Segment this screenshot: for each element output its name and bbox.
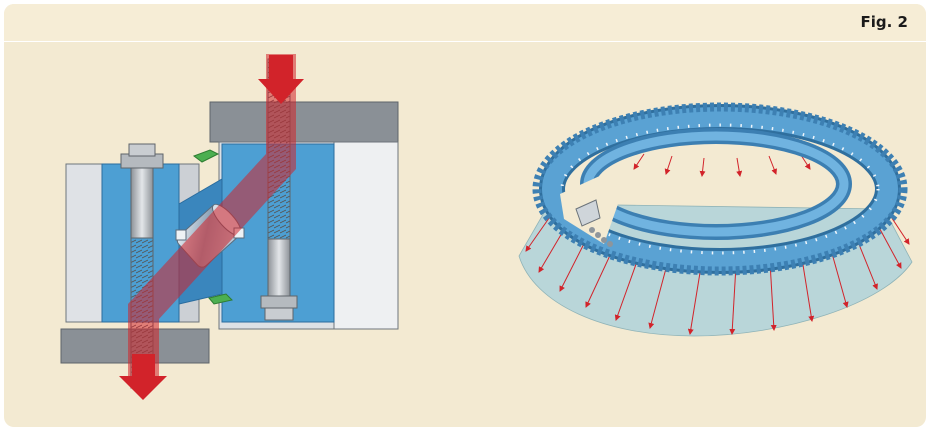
cutaway-rollers — [589, 227, 613, 247]
load-arrow-down-top — [258, 55, 304, 104]
slewing-ring-diagram — [518, 102, 913, 337]
cutaway-section — [575, 199, 601, 227]
load-path-band — [128, 54, 296, 379]
top-seal — [192, 149, 220, 163]
bolt-holes — [560, 123, 880, 255]
housing-side — [333, 141, 399, 330]
gear-teeth — [532, 102, 908, 276]
gear-ring-face — [542, 107, 898, 271]
housing-flange — [65, 163, 103, 323]
figure-illustrations — [60, 54, 913, 400]
bottom-seal — [208, 293, 233, 305]
spacer-left — [175, 229, 187, 241]
figure-panel: Fig. 2 — [4, 4, 926, 427]
figure-header: Fig. 2 — [4, 4, 926, 42]
load-arrow-down-bottom — [119, 354, 167, 400]
figure-label: Fig. 2 — [860, 13, 908, 31]
top-plate — [209, 101, 399, 143]
cross-section-diagram — [60, 54, 399, 400]
